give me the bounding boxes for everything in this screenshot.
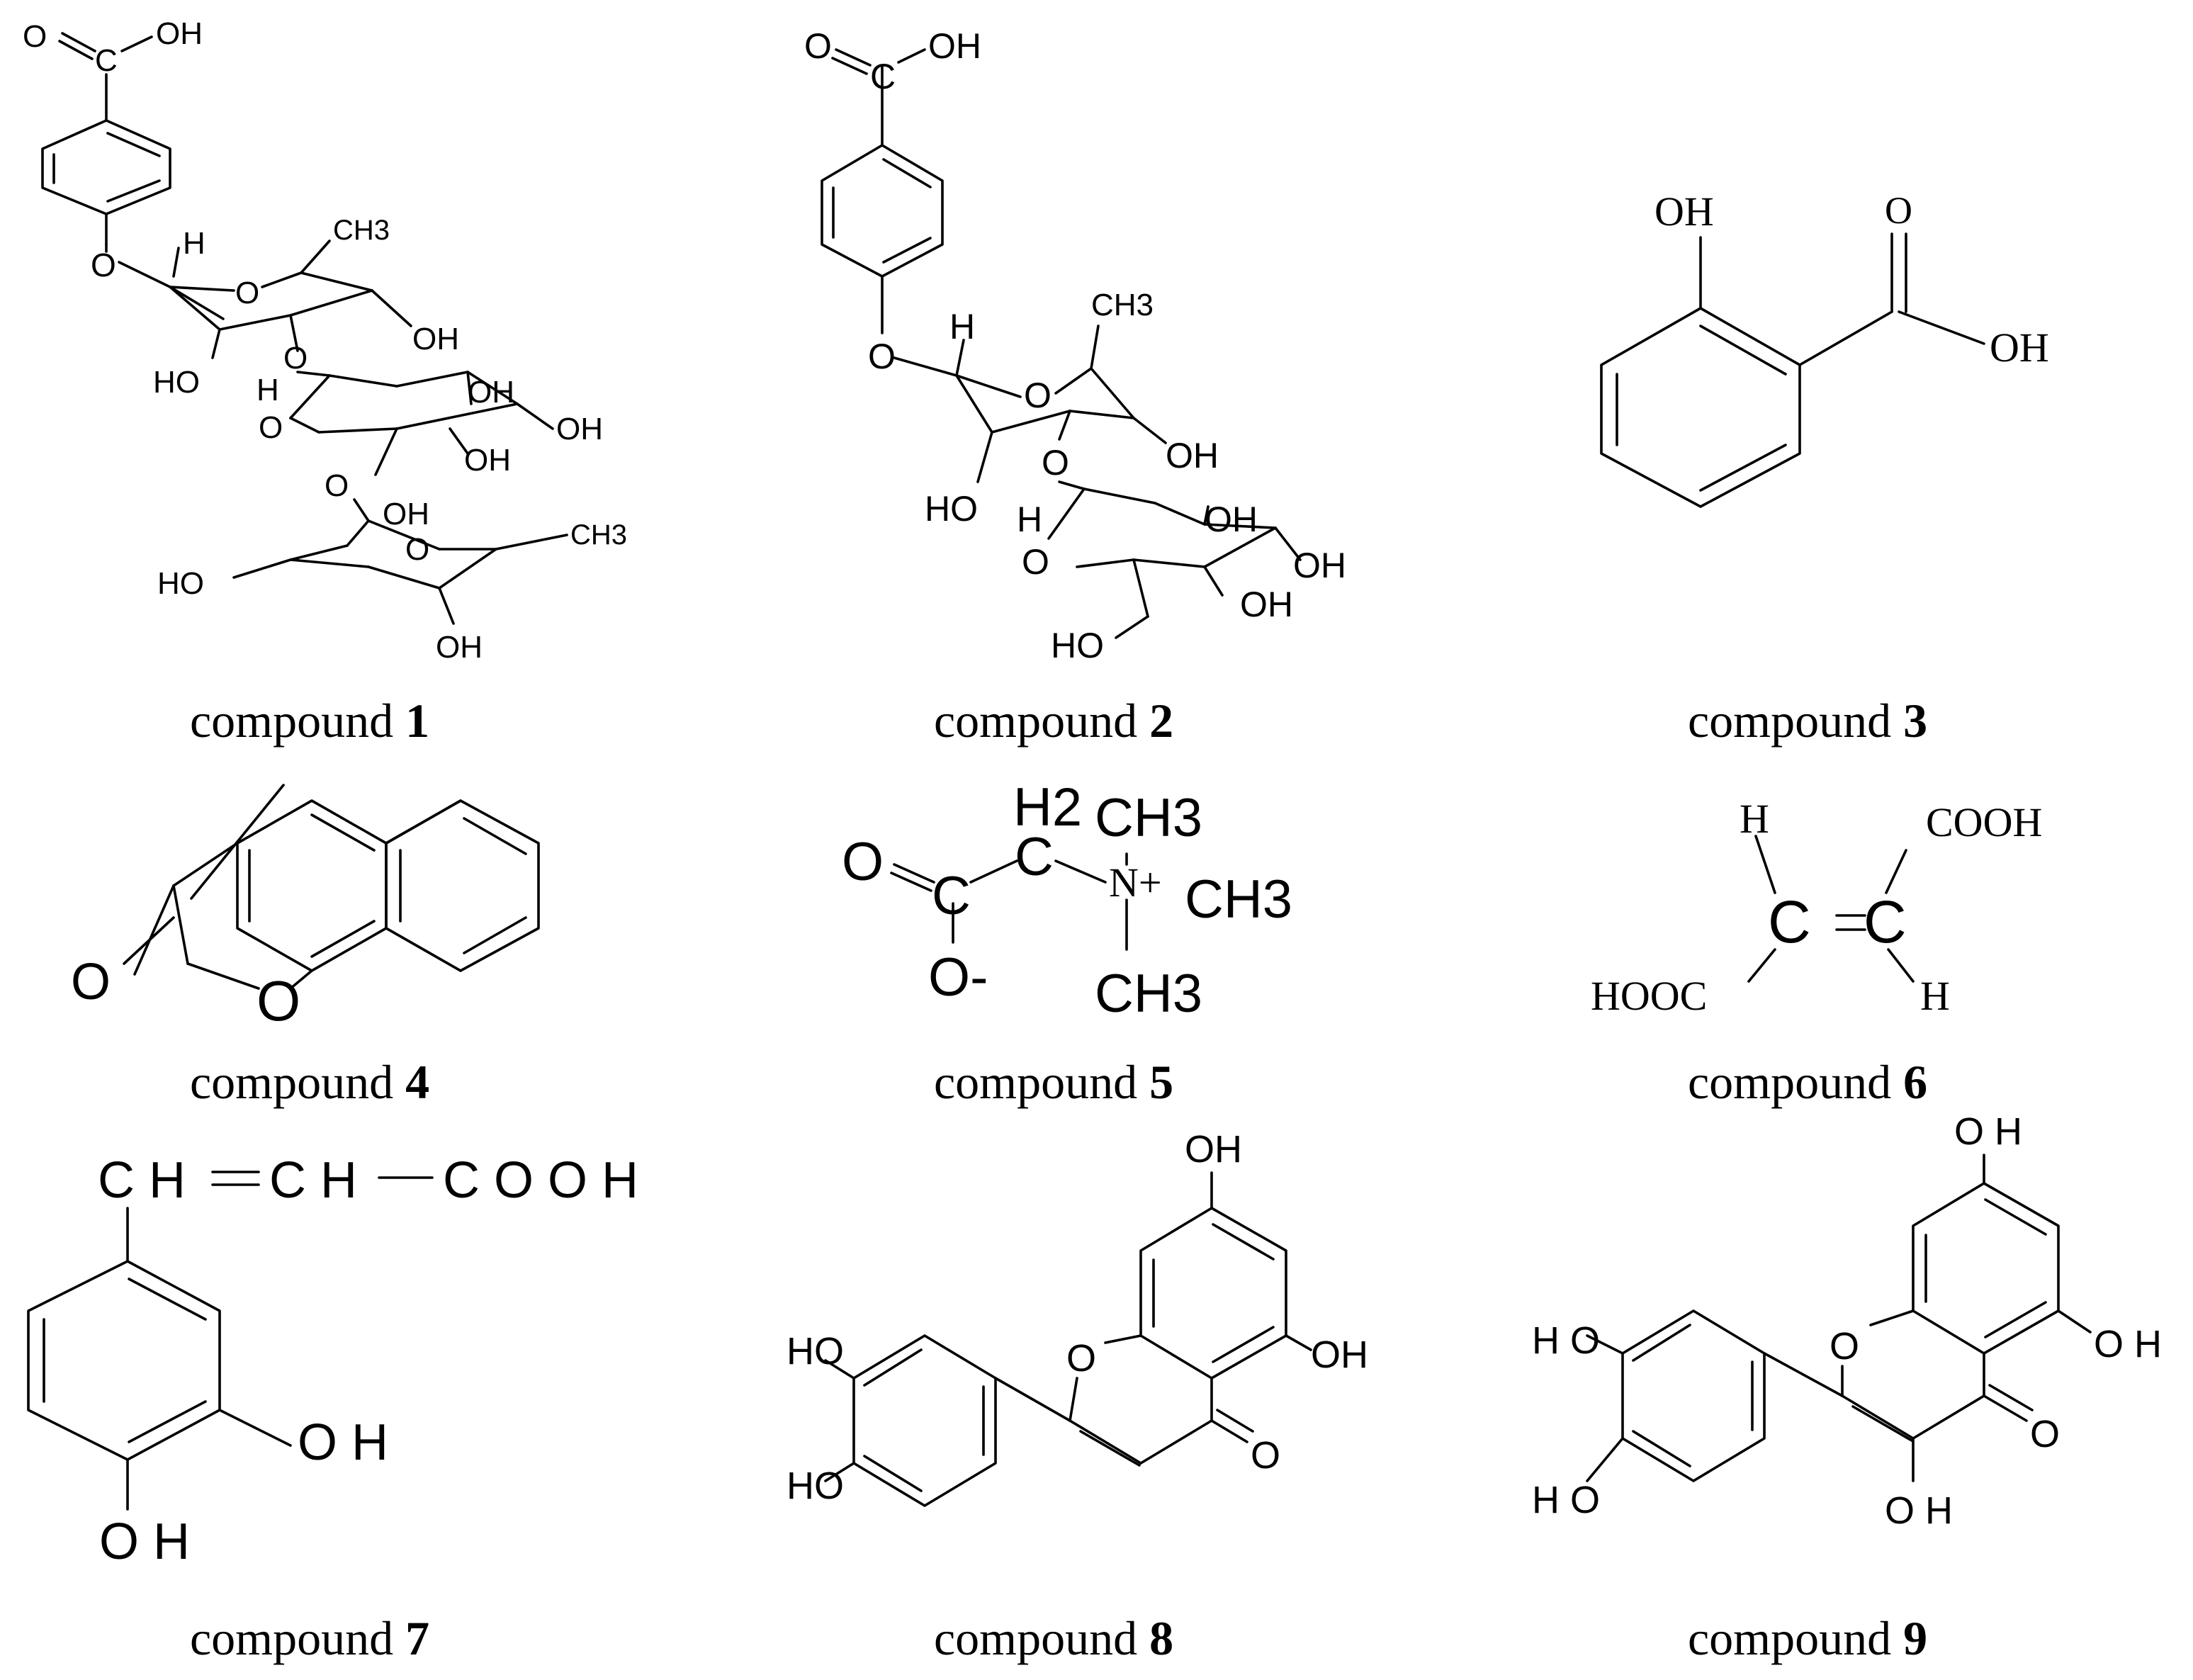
c1-ring-o: O	[235, 276, 259, 310]
c3-oh-phenol: OH	[1654, 188, 1714, 235]
c7-ch-2: C H	[269, 1152, 357, 1209]
c1-glc-oh3: OH	[464, 443, 511, 478]
c1-o-3: O	[283, 341, 308, 376]
c1-cooh-oh: OH	[156, 16, 203, 51]
c1-h-anomeric: H	[183, 226, 205, 261]
compound-7-caption: compound 7	[190, 1611, 429, 1665]
c9-oh-3: O H	[1885, 1489, 1953, 1532]
c8-oh-3p: HO	[787, 1330, 844, 1372]
c2-ring-o: O	[1024, 376, 1052, 415]
c1-oh-rha3: OH	[436, 630, 483, 665]
compound-9-structure: O H O H O O O H H O H O	[1532, 1110, 2162, 1532]
compound-6-caption: compound 6	[1688, 1055, 1927, 1109]
c1-oh-rha2: HO	[157, 566, 204, 601]
compound-5-structure: O C O- H2 C N+ CH3 CH3 CH3	[842, 777, 1292, 1024]
compound-8-caption: compound 8	[934, 1611, 1173, 1665]
c7-oh-para: O H	[99, 1513, 190, 1570]
c1-rha-o: O	[405, 532, 429, 567]
c1-glc-oh2: OH	[556, 412, 603, 446]
c5-ch3-b: CH3	[1185, 869, 1292, 930]
c2-cooh-c: C	[870, 57, 896, 96]
compound-7-structure: C H C H C O O H O H O H	[27, 1152, 638, 1570]
c1-ch3-2: CH3	[570, 519, 627, 551]
c3-o-carbonyl: O	[1885, 189, 1912, 232]
c2-o-3: O	[1042, 443, 1069, 483]
c5-h2: H2	[1013, 777, 1082, 838]
c6-h-top: H	[1740, 796, 1769, 842]
c1-oh-4: OH	[412, 322, 459, 356]
c8-oh-5: OH	[1311, 1334, 1368, 1376]
c2-glc-oh2: OH	[1293, 546, 1346, 585]
c1-glc-o6: O	[325, 468, 349, 503]
c2-glc-o1: O	[1022, 542, 1049, 582]
c8-o-ring: O	[1066, 1337, 1096, 1380]
compound-3-caption: compound 3	[1688, 694, 1927, 748]
c2-cooh-oh: OH	[928, 26, 981, 66]
c8-oh-7: OH	[1185, 1128, 1242, 1171]
c2-glc-oh1: OH	[1205, 500, 1258, 539]
c2-cooh-o: O	[804, 26, 832, 66]
c1-h-glc: H	[256, 373, 279, 407]
c9-oh-4p: H O	[1532, 1479, 1600, 1521]
c1-oh-2: HO	[153, 365, 200, 400]
c1-ch3: CH3	[333, 215, 390, 246]
c7-oh-meta: O H	[298, 1414, 388, 1471]
c2-oh-4: OH	[1166, 436, 1219, 475]
c2-h-glc: H	[1017, 500, 1042, 539]
c8-o-keto: O	[1251, 1434, 1280, 1477]
c1-cooh-o: O	[23, 19, 47, 54]
compound-2-structure: O C OH O H CH3 O OH HO O	[804, 26, 1346, 665]
c6-c-left: C	[1768, 889, 1811, 955]
compound-1-structure: O C OH O H CH3 O OH HO O	[23, 16, 627, 665]
c5-ch3-c: CH3	[1095, 964, 1202, 1024]
compound-3-structure: OH O OH	[1600, 188, 2049, 508]
c9-oh-3p: H O	[1532, 1319, 1600, 1362]
c6-cooh-top: COOH	[1926, 799, 2042, 845]
c5-o-minus: O-	[928, 947, 988, 1008]
compound-8-structure: OH OH O O HO HO	[787, 1128, 1368, 1507]
c3-oh-acid: OH	[1990, 325, 2049, 371]
c2-h-anomeric: H	[949, 307, 975, 346]
c5-n-plus: N+	[1109, 859, 1162, 906]
c9-o-ring: O	[1830, 1325, 1859, 1368]
c9-o-keto: O	[2030, 1413, 2060, 1455]
c5-c-methylene: C	[1015, 827, 1054, 887]
c1-oh-rha1: OH	[383, 497, 429, 531]
c2-o-link: O	[868, 337, 896, 376]
c7-cooh: C O O H	[443, 1152, 638, 1209]
c2-glc-oh6: HO	[1051, 626, 1104, 665]
compound-1-caption: compound 1	[190, 694, 429, 748]
compound-4-caption: compound 4	[190, 1055, 429, 1109]
c6-hooc-bottom: HOOC	[1591, 973, 1707, 1019]
c1-cooh-c: C	[95, 43, 118, 78]
compound-9-caption: compound 9	[1688, 1611, 1927, 1665]
c2-oh-2: HO	[925, 489, 978, 529]
c2-glc-oh3: OH	[1240, 585, 1293, 624]
compound-2-caption: compound 2	[934, 694, 1173, 748]
c6-h-bottom: H	[1920, 973, 1950, 1019]
compound-4-structure: O O	[71, 784, 540, 1032]
c7-ch-1: C H	[98, 1152, 186, 1209]
c1-o-link: O	[91, 247, 116, 283]
c6-c-right: C	[1864, 889, 1907, 955]
c5-ch3-a: CH3	[1095, 788, 1202, 848]
c1-glc-oh1: OH	[468, 375, 514, 410]
c9-oh-7: O H	[1954, 1110, 2022, 1153]
c5-c-carboxyl: C	[932, 866, 971, 926]
c2-ch3: CH3	[1091, 288, 1154, 322]
c8-oh-4p: HO	[787, 1465, 844, 1507]
c4-o-ring: O	[256, 969, 300, 1032]
c1-glc-o1: O	[259, 410, 283, 445]
compound-6-structure: H COOH C C HOOC H	[1591, 796, 2042, 1019]
compound-5-caption: compound 5	[934, 1055, 1173, 1109]
c4-o-carbonyl: O	[71, 954, 111, 1010]
c9-oh-5: O H	[2094, 1323, 2162, 1365]
c5-o-double: O	[842, 832, 884, 892]
